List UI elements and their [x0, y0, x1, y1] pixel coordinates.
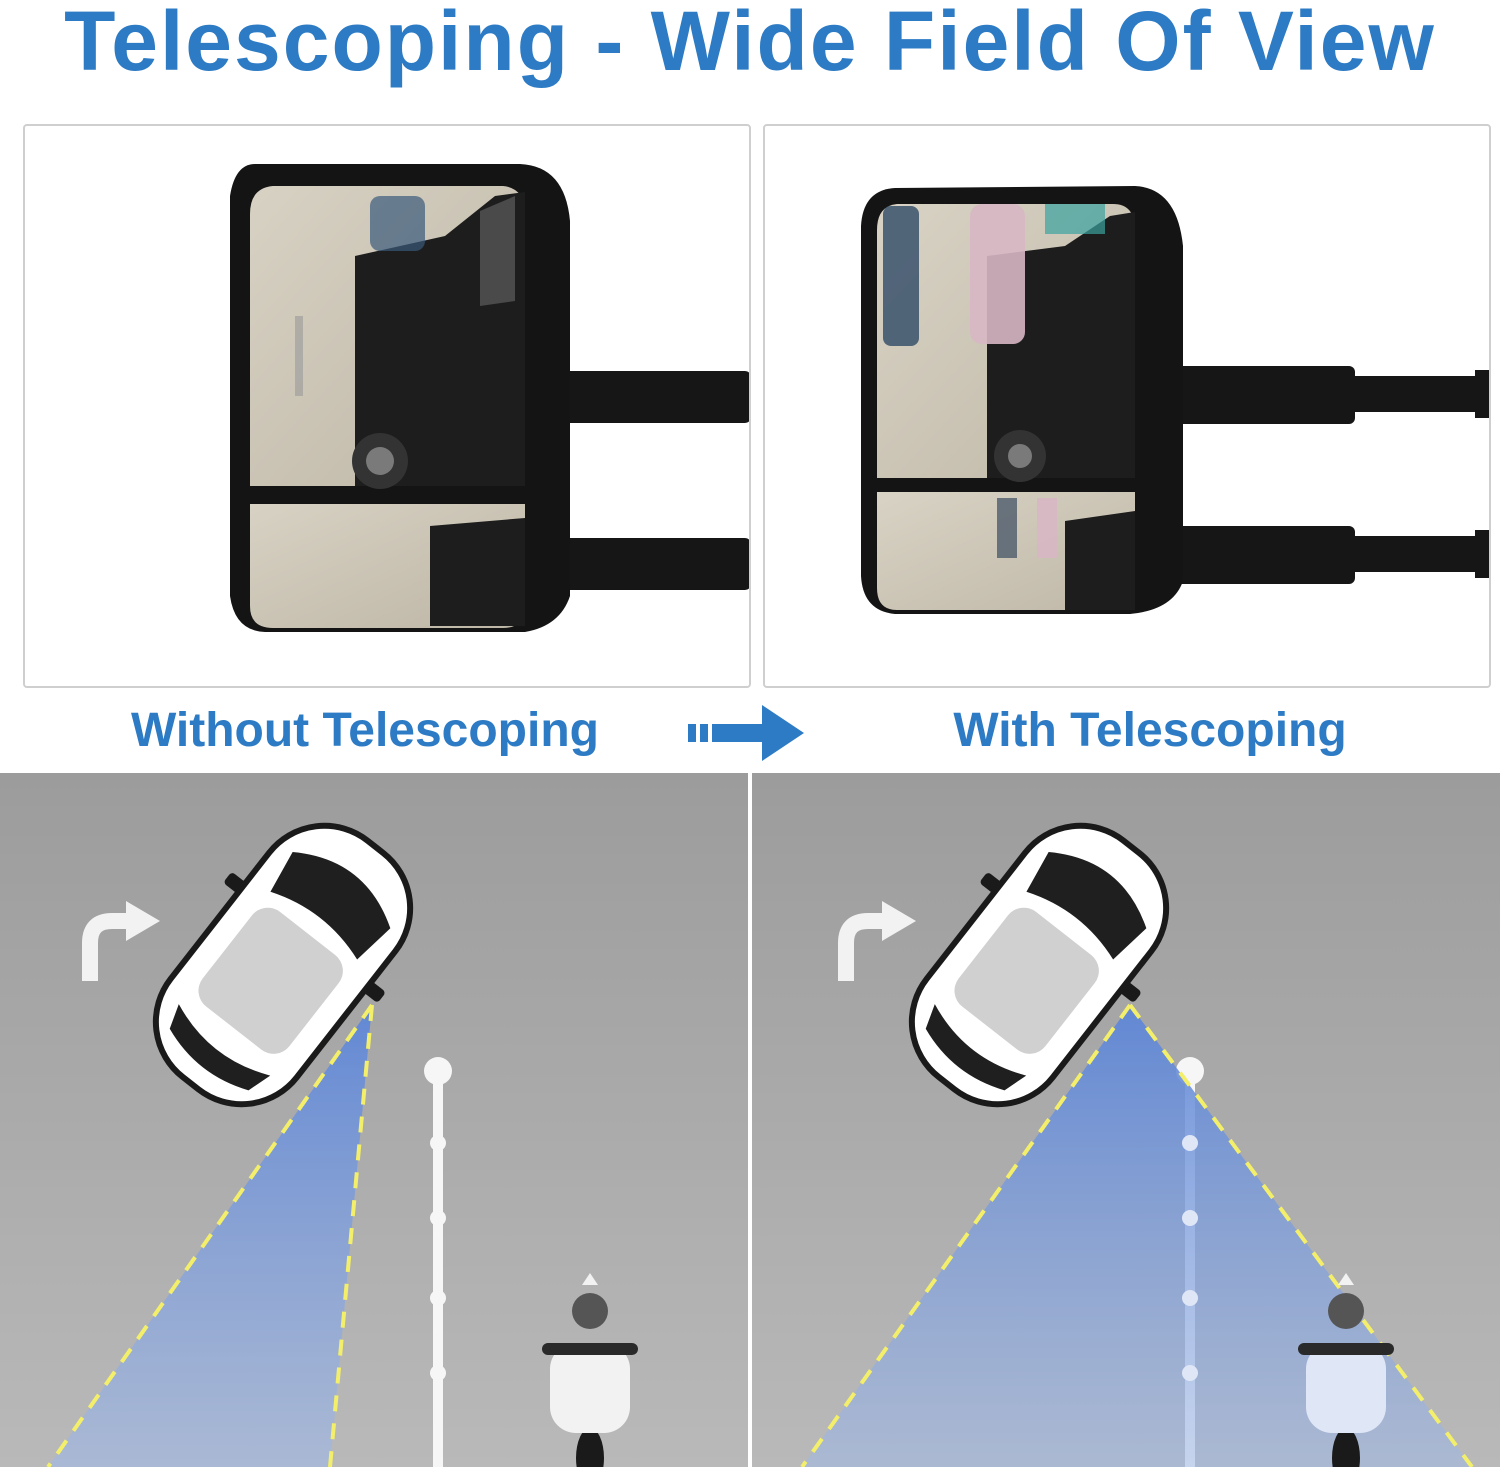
- turn-right-icon: [838, 901, 916, 981]
- scene-divider: [748, 773, 752, 1467]
- arrow-right-icon: [686, 701, 808, 765]
- road-diagram-extended: [752, 773, 1500, 1467]
- mirror-photo-extended: [763, 124, 1491, 688]
- page-title: Telescoping - Wide Field Of View: [64, 0, 1436, 88]
- road-diagram-retracted: [0, 773, 748, 1467]
- turn-right-icon: [82, 901, 160, 981]
- caption-without-telescoping: Without Telescoping: [131, 704, 599, 757]
- mirror-photo-retracted: [23, 124, 751, 688]
- caption-with-telescoping: With Telescoping: [953, 704, 1347, 757]
